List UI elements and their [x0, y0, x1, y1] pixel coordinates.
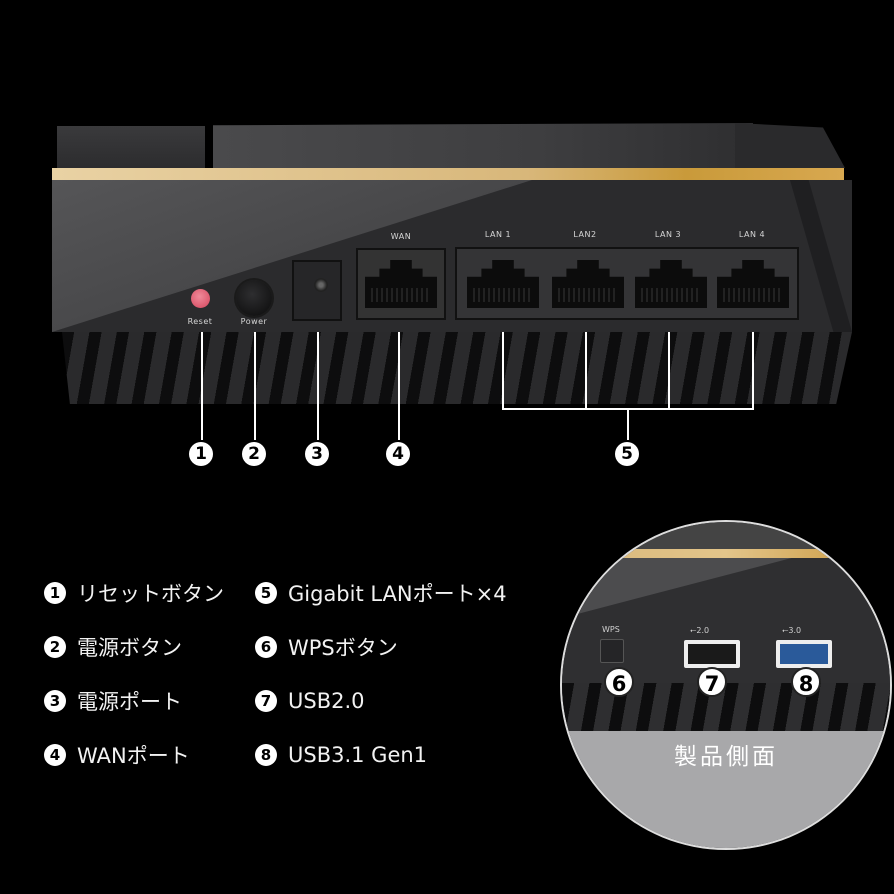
- legend-item: 6 WPSボタン: [255, 634, 507, 660]
- wan-port: [356, 248, 446, 320]
- wps-button: [600, 639, 624, 663]
- legend-item: 1 リセットボタン: [44, 580, 224, 606]
- legend-item: 5 Gigabit LANポート×4: [255, 580, 507, 606]
- router-vents: [62, 332, 852, 404]
- callout-7: 7: [697, 667, 727, 697]
- leader-line-5b: [585, 332, 587, 410]
- power-port: [292, 260, 342, 321]
- legend-number: 1: [44, 582, 66, 604]
- ethernet-jack-icon: [365, 260, 437, 308]
- legend-number: 7: [255, 690, 277, 712]
- legend-label: 電源ポート: [77, 690, 182, 714]
- legend-item: 3 電源ポート: [44, 688, 224, 714]
- router-top-right-panel: [735, 123, 845, 168]
- inset-caption: 製品側面: [674, 744, 778, 770]
- power-button: [236, 280, 272, 316]
- usb3-port: [776, 640, 832, 668]
- leader-line-1: [201, 332, 203, 440]
- lan4-label: LAN 4: [738, 230, 766, 239]
- router-top-left-panel: [57, 126, 205, 168]
- lan-port-group: [455, 247, 799, 320]
- callout-1: 1: [189, 442, 213, 466]
- usb2-port: [684, 640, 740, 668]
- callout-8: 8: [791, 667, 821, 697]
- ethernet-jack-icon: [635, 260, 707, 308]
- callout-2: 2: [242, 442, 266, 466]
- legend-number: 3: [44, 690, 66, 712]
- callout-6: 6: [604, 667, 634, 697]
- lan3-label: LAN 3: [654, 230, 682, 239]
- legend-number: 2: [44, 636, 66, 658]
- callout-5: 5: [615, 442, 639, 466]
- legend-number: 4: [44, 744, 66, 766]
- power-label: Power: [240, 317, 268, 326]
- inset-gold-strip: [562, 549, 890, 558]
- legend-item: 4 WANポート: [44, 742, 224, 768]
- legend-label: リセットボタン: [77, 582, 224, 606]
- side-view-inset: WPS ⭠2.0 ⭠3.0 6 7 8 製品側面: [560, 520, 892, 850]
- legend-number: 5: [255, 582, 277, 604]
- reset-button: [191, 289, 210, 308]
- leader-line-5d: [752, 332, 754, 410]
- reset-label: Reset: [187, 317, 213, 326]
- leader-line-2: [254, 332, 256, 440]
- legend-label: WANポート: [77, 744, 190, 768]
- inset-caption-background: [562, 731, 890, 848]
- leader-line-5a: [502, 332, 504, 410]
- legend-left: 1 リセットボタン 2 電源ボタン 3 電源ポート 4 WANポート: [44, 580, 224, 768]
- legend-label: USB2.0: [288, 689, 365, 713]
- wan-label: WAN: [390, 232, 412, 241]
- ethernet-jack-icon: [552, 260, 624, 308]
- leader-line-3: [317, 332, 319, 440]
- inset-top-panel: [562, 522, 890, 552]
- legend-number: 8: [255, 744, 277, 766]
- legend-label: Gigabit LANポート×4: [288, 582, 507, 606]
- router-top-panel: [213, 123, 753, 168]
- legend-item: 8 USB3.1 Gen1: [255, 742, 507, 768]
- leader-line-5c: [668, 332, 670, 410]
- lan2-label: LAN2: [573, 230, 597, 239]
- usb2-label: ⭠2.0: [690, 626, 710, 635]
- usb3-label: ⭠3.0: [782, 626, 802, 635]
- legend-label: WPSボタン: [288, 636, 398, 660]
- leader-line-4: [398, 332, 400, 440]
- legend-item: 7 USB2.0: [255, 688, 507, 714]
- lan1-label: LAN 1: [484, 230, 512, 239]
- callout-3: 3: [305, 442, 329, 466]
- wps-label: WPS: [602, 625, 620, 634]
- legend-label: 電源ボタン: [77, 636, 182, 660]
- legend-label: USB3.1 Gen1: [288, 743, 428, 767]
- gold-accent-strip: [52, 168, 844, 180]
- power-port-socket: [314, 278, 328, 292]
- callout-4: 4: [386, 442, 410, 466]
- legend-right: 5 Gigabit LANポート×4 6 WPSボタン 7 USB2.0 8 U…: [255, 580, 507, 768]
- ethernet-jack-icon: [467, 260, 539, 308]
- legend-item: 2 電源ボタン: [44, 634, 224, 660]
- legend-number: 6: [255, 636, 277, 658]
- ethernet-jack-icon: [717, 260, 789, 308]
- leader-line-5: [627, 408, 629, 440]
